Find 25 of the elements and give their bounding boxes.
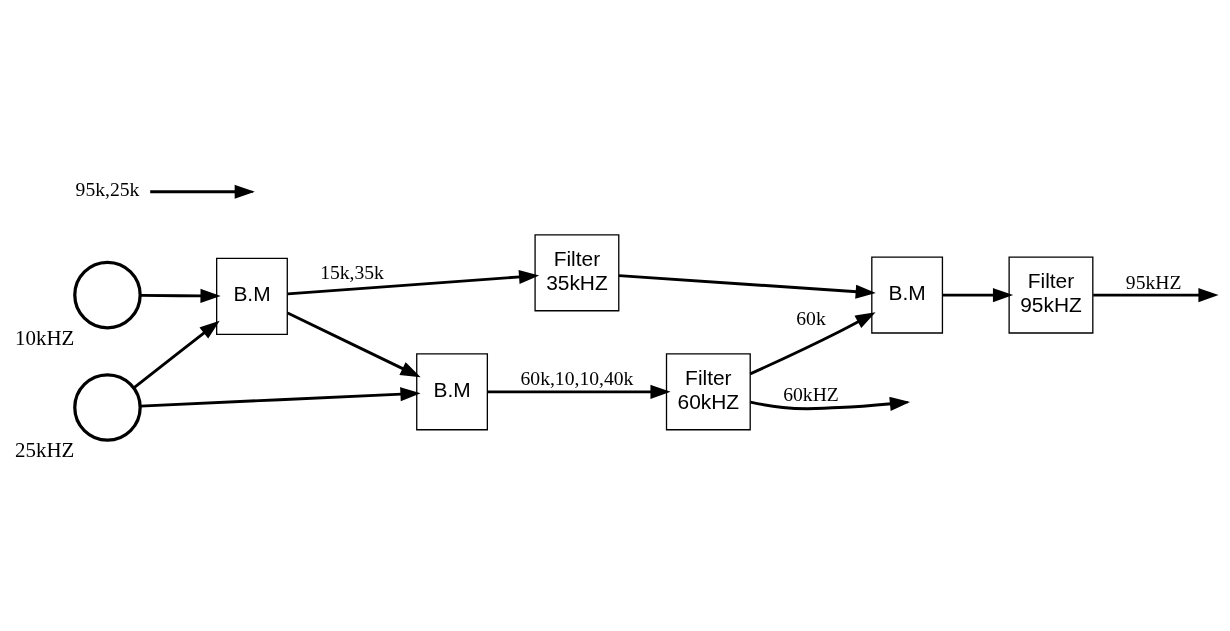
node-box: Filter 35kHZ	[534, 233, 620, 311]
arrow	[287, 269, 540, 295]
node-box: B.M	[871, 256, 944, 334]
arrow	[618, 273, 876, 299]
edge-label: 95kHZ	[1125, 271, 1182, 293]
edge-label: 60k,10,10,40k	[520, 367, 634, 389]
node-text: 95k,25k	[75, 178, 140, 200]
node-box: Filter 95kHZ	[1008, 256, 1094, 334]
arrow	[140, 288, 221, 303]
arrow	[140, 386, 421, 408]
arrow	[287, 311, 421, 377]
node-label: 25kHZ	[15, 437, 75, 462]
node-box: B.M	[416, 352, 488, 430]
arrow	[942, 287, 1014, 302]
arrow	[487, 384, 671, 399]
node-circle	[73, 260, 142, 329]
edge-label: 60kHZ	[783, 383, 839, 405]
arrow	[749, 311, 876, 375]
edge-label: 15k,35k	[320, 261, 384, 283]
node-box: B.M	[216, 257, 288, 335]
node-circle	[73, 372, 142, 442]
edge-label: 60k	[796, 307, 826, 329]
node-label: 10kHZ	[15, 325, 75, 350]
node-box: Filter 60kHZ	[665, 352, 751, 430]
arrow	[132, 320, 220, 389]
